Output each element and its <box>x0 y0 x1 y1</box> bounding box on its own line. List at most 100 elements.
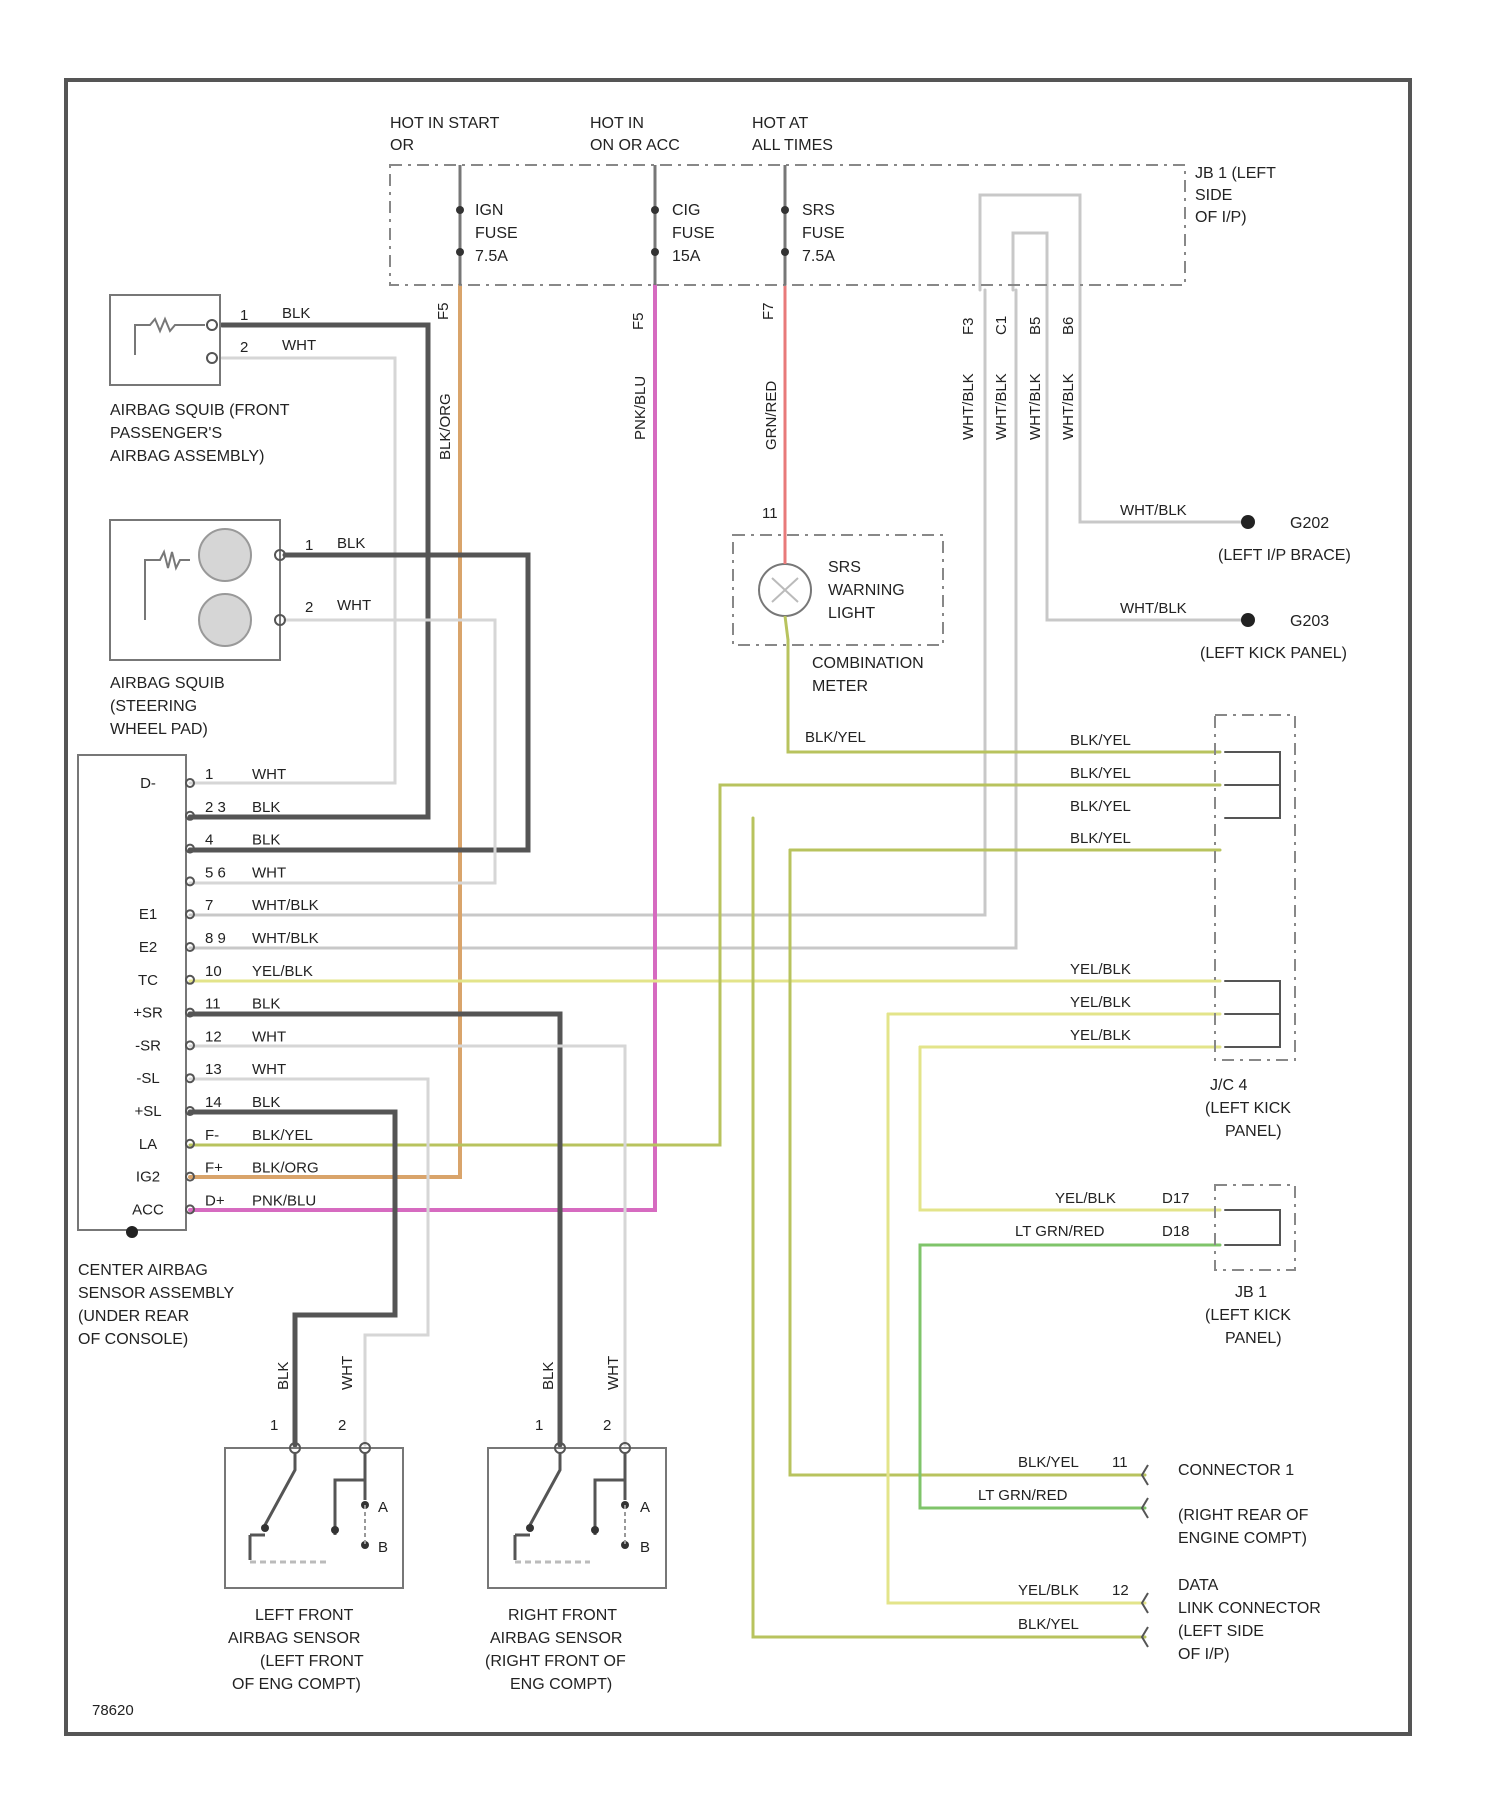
jc4-label-3: PANEL) <box>1225 1123 1282 1140</box>
wire-ground-g203 <box>1047 290 1245 620</box>
jb-pin-b5: B5 <box>1027 317 1044 335</box>
sensor-wire-7: BLK <box>252 996 280 1013</box>
jb1-kick-label-3: PANEL) <box>1225 1330 1282 1347</box>
pass-wire-1: BLK <box>282 305 310 322</box>
right-front-airbag-sensor: BLK WHT 1 2 A B RIGHT FRONT AIRBAG SENSO… <box>485 1356 666 1693</box>
meter-label-1: COMBINATION <box>812 655 924 672</box>
wire-ign-label: BLK/ORG <box>437 393 454 460</box>
jb1-pin-1: D17 <box>1162 1190 1190 1207</box>
jb1-title-3: OF I/P) <box>1195 209 1247 226</box>
hot-on-label-2: ON OR ACC <box>590 137 680 154</box>
sensor-terminal-6: TC <box>138 972 158 989</box>
jc-yel-wire-3: YEL/BLK <box>1070 1027 1131 1044</box>
srs-light-label-2: WARNING <box>828 582 905 599</box>
sensor-wire-0: WHT <box>252 766 286 783</box>
jb1-wire-2: LT GRN/RED <box>1015 1223 1105 1240</box>
g202-loc: (LEFT I/P BRACE) <box>1218 547 1351 564</box>
jb1-pin-2: D18 <box>1162 1223 1190 1240</box>
jc4-label-1: J/C 4 <box>1210 1077 1247 1094</box>
fuse-cig-word: FUSE <box>672 225 715 242</box>
rf-wire-2: WHT <box>605 1356 622 1390</box>
wire-cig-label: PNK/BLU <box>632 376 649 440</box>
hot-on-label-1: HOT IN <box>590 115 644 132</box>
sensor-terminal-9: -SL <box>136 1070 159 1087</box>
dlc-label-3: (LEFT SIDE <box>1178 1623 1264 1640</box>
g202-wire: WHT/BLK <box>1120 502 1187 519</box>
sensor-terminal-8: -SR <box>135 1037 161 1054</box>
ground-g203: WHT/BLK G203 (LEFT KICK PANEL) <box>1120 600 1347 662</box>
conn1-label-2: (RIGHT REAR OF <box>1178 1507 1309 1524</box>
conn1-label-3: ENGINE COMPT) <box>1178 1530 1307 1547</box>
g203-id: G203 <box>1290 613 1329 630</box>
fuse-ign-word: FUSE <box>475 225 518 242</box>
lf-label-1: LEFT FRONT <box>255 1607 354 1624</box>
sensor-wire-2: BLK <box>252 832 280 849</box>
steer-pin-1: 1 <box>305 537 313 554</box>
sensor-pin-9: 13 <box>205 1061 222 1078</box>
steer-pin-2: 2 <box>305 599 313 616</box>
wire-jb-loop-inner <box>1013 233 1047 290</box>
sensor-wire-4: WHT/BLK <box>252 897 319 914</box>
sensor-terminal-4: E1 <box>139 906 157 923</box>
fuse-cig: CIG FUSE 15A F5 PNK/BLU <box>630 165 715 440</box>
rf-pin-2: 2 <box>603 1417 611 1434</box>
sensor-terminal-10: +SL <box>134 1103 161 1120</box>
wire-ground-g202 <box>1080 290 1245 522</box>
sensor-pin-0: 1 <box>205 766 213 783</box>
lf-pin-2: 2 <box>338 1417 346 1434</box>
lf-term-a: A <box>378 1499 388 1516</box>
lf-label-3: (LEFT FRONT <box>260 1653 364 1670</box>
sensor-label-3: (UNDER REAR <box>78 1308 189 1325</box>
ground-dot-g203 <box>1241 613 1255 627</box>
srs-light-label-1: SRS <box>828 559 861 576</box>
jc4-label-2: (LEFT KICK <box>1205 1100 1291 1117</box>
jb1-kick-label-2: (LEFT KICK <box>1205 1307 1291 1324</box>
lf-wire-2: WHT <box>339 1356 356 1390</box>
pass-label-1: AIRBAG SQUIB (FRONT <box>110 402 290 419</box>
jc4-wire-3: BLK/YEL <box>1070 798 1131 815</box>
fuse-cig-name: CIG <box>672 202 700 219</box>
pass-label-2: PASSENGER'S <box>110 425 222 442</box>
jb-pin-f3: F3 <box>960 317 977 335</box>
fuse-ign-pin: F5 <box>435 302 452 320</box>
dlc-label-2: LINK CONNECTOR <box>1178 1600 1321 1617</box>
jb1-title-2: SIDE <box>1195 187 1232 204</box>
sensor-terminal-12: IG2 <box>136 1169 160 1186</box>
jc4-connector: BLK/YEL BLK/YEL BLK/YEL BLK/YEL YEL/BLK … <box>1070 715 1295 1140</box>
wire-srs-label: GRN/RED <box>763 381 780 450</box>
rf-label-3: (RIGHT FRONT OF <box>485 1653 626 1670</box>
meter-label-2: METER <box>812 678 868 695</box>
sensor-label-4: OF CONSOLE) <box>78 1331 188 1348</box>
jb-pin-c1: C1 <box>993 316 1010 335</box>
dlc-wire-1: YEL/BLK <box>1018 1582 1079 1599</box>
jc4-wire-2: BLK/YEL <box>1070 765 1131 782</box>
sensor-pin-3: 5 6 <box>205 864 226 881</box>
sensor-wire-5: WHT/BLK <box>252 930 319 947</box>
dlc-label-4: OF I/P) <box>1178 1646 1230 1663</box>
steer-wire-2: WHT <box>337 597 371 614</box>
fuse-ign-name: IGN <box>475 202 503 219</box>
sensor-pin-7: 11 <box>205 996 221 1013</box>
sensor-label-1: CENTER AIRBAG <box>78 1262 208 1279</box>
dlc-pin-1: 12 <box>1112 1582 1129 1599</box>
fuse-ign-rating: 7.5A <box>475 248 508 265</box>
g203-wire: WHT/BLK <box>1120 600 1187 617</box>
fuse-srs: SRS FUSE 7.5A F7 GRN/RED <box>760 165 845 450</box>
conn1-wire-1: BLK/YEL <box>1018 1454 1079 1471</box>
fuse-srs-word: FUSE <box>802 225 845 242</box>
lf-label-2: AIRBAG SENSOR <box>228 1630 360 1647</box>
rf-label-4: ENG COMPT) <box>510 1676 612 1693</box>
sensor-wire-8: WHT <box>252 1028 286 1045</box>
lf-wire-1: BLK <box>275 1362 292 1390</box>
g202-id: G202 <box>1290 515 1329 532</box>
sensor-rows: D-1WHT2 3BLK4BLK5 6WHTE17WHT/BLKE28 9WHT… <box>132 766 319 1218</box>
passenger-airbag-squib: 1 BLK 2 WHT AIRBAG SQUIB (FRONT PASSENGE… <box>110 295 316 465</box>
fuse-srs-pin: F7 <box>760 302 777 320</box>
jb-wire-4: WHT/BLK <box>1060 373 1077 440</box>
fuse-cig-pin: F5 <box>630 312 647 330</box>
sensor-pin-11: F- <box>205 1127 219 1144</box>
sensor-pin-5: 8 9 <box>205 930 226 947</box>
